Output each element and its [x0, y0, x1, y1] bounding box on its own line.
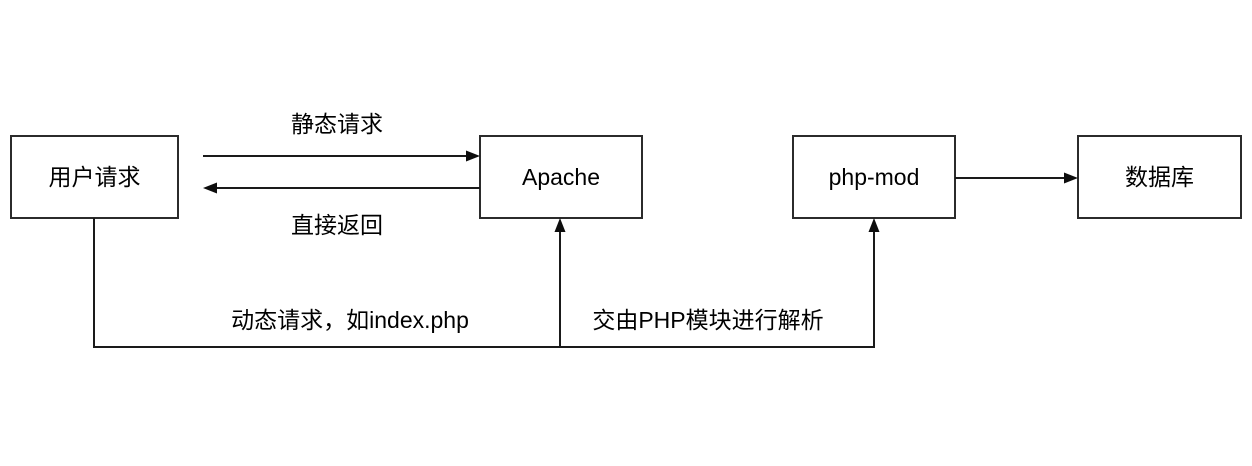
edge-label-php-parse: 交由PHP模块进行解析: [592, 307, 823, 333]
arrow-head-php-parse-icon: [868, 218, 880, 232]
edge-db-query: [955, 172, 1078, 184]
arrow-head-db-query-icon: [1064, 172, 1078, 184]
edge-direct-return: 直接返回: [203, 182, 480, 238]
node-label-database: 数据库: [1125, 164, 1194, 190]
edge-label-direct-return: 直接返回: [291, 212, 383, 238]
arrow-head-dynamic-request-icon: [554, 218, 566, 232]
node-apache[interactable]: Apache: [479, 135, 643, 219]
node-box-apache[interactable]: [479, 135, 643, 219]
node-box-user-request[interactable]: [10, 135, 179, 219]
edge-line-dynamic-request: [93, 218, 561, 348]
node-database[interactable]: 数据库: [1077, 135, 1242, 219]
edge-php-parse: 交由PHP模块进行解析: [560, 218, 880, 348]
edge-dynamic-request: 动态请求，如index.php: [93, 218, 566, 348]
node-php-mod[interactable]: php-mod: [792, 135, 956, 219]
edge-label-static-request: 静态请求: [291, 111, 383, 137]
arrow-head-static-request-icon: [466, 150, 480, 162]
node-label-user-request: 用户请求: [49, 164, 141, 190]
node-user-request[interactable]: 用户请求: [10, 135, 179, 219]
edge-line-php-parse: [560, 229, 875, 348]
node-box-database[interactable]: [1077, 135, 1242, 219]
node-box-php-mod[interactable]: [792, 135, 956, 219]
edge-label-dynamic-request: 动态请求，如index.php: [231, 307, 469, 333]
arrow-head-direct-return-icon: [203, 182, 217, 194]
node-label-php-mod: php-mod: [829, 164, 920, 190]
edge-static-request: 静态请求: [203, 111, 480, 162]
node-label-apache: Apache: [522, 164, 600, 190]
